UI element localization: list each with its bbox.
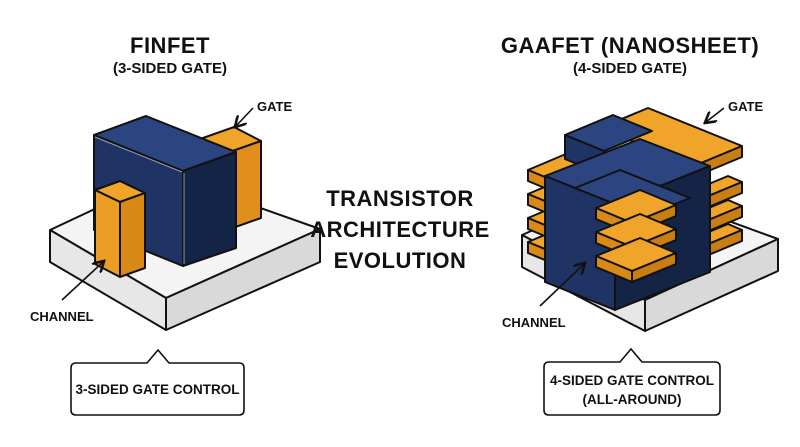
- finfet-gate-label: GATE: [257, 99, 293, 114]
- center-title-line-2: ARCHITECTURE: [310, 217, 490, 242]
- gaafet-callout-line-1: 4-SIDED GATE CONTROL: [549, 373, 714, 388]
- gaafet-callout-line-2: (ALL-AROUND): [582, 392, 682, 407]
- finfet-callout-text: 3-SIDED GATE CONTROL: [75, 382, 240, 397]
- gaafet-channel-label: CHANNEL: [502, 315, 566, 330]
- center-title: TRANSISTOR ARCHITECTURE EVOLUTION: [290, 183, 510, 276]
- finfet-title: FINFET: [130, 33, 210, 58]
- finfet-callout-box: [70, 348, 245, 416]
- gaafet-subtitle: (4-SIDED GATE): [573, 60, 687, 77]
- gaafet-callout-box: [543, 347, 721, 416]
- center-title-line-3: EVOLUTION: [333, 248, 467, 273]
- gaafet-gate-arrow: [706, 107, 725, 122]
- gaafet-illustration: [521, 107, 779, 332]
- gaafet-nanosheet-front: [595, 189, 677, 283]
- finfet-subtitle: (3-SIDED GATE): [113, 60, 227, 77]
- gaafet-gate-label: GATE: [728, 99, 764, 114]
- center-title-line-1: TRANSISTOR: [326, 186, 474, 211]
- finfet-channel-arrow: [61, 262, 103, 301]
- finfet-gate-arrow: [236, 107, 254, 126]
- finfet-illustration: [49, 115, 321, 331]
- finfet-channel-front: [94, 180, 146, 278]
- gaafet-channel-arrow: [539, 264, 584, 307]
- gaafet-title: GAAFET (NANOSHEET): [500, 33, 760, 58]
- finfet-channel-label: CHANNEL: [30, 309, 94, 324]
